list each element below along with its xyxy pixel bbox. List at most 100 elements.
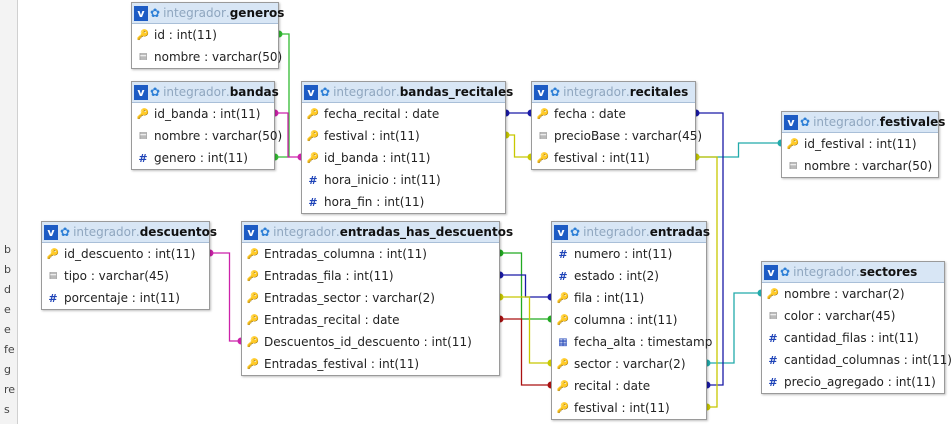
column-row[interactable]: 🔑Entradas_fila : int(11)	[242, 265, 499, 287]
column-row[interactable]: #hora_fin : int(11)	[302, 191, 505, 213]
gear-icon[interactable]: ✿	[780, 265, 791, 279]
column-row[interactable]: ▤nombre : varchar(50)	[132, 125, 283, 147]
table-bandas[interactable]: v✿integrador.bandas🔑id_banda : int(11)▤n…	[131, 81, 283, 170]
column-row[interactable]: #hora_inicio : int(11)	[302, 169, 505, 191]
table-toggle-icon[interactable]: v	[554, 224, 568, 240]
gear-icon[interactable]: ✿	[550, 85, 561, 99]
column-row[interactable]: 🔑festival : int(11)	[532, 147, 695, 169]
column-row[interactable]: ▤color : varchar(45)	[762, 305, 944, 327]
database-name: integrador	[333, 85, 396, 99]
column-row[interactable]: 🔑Entradas_recital : date	[242, 309, 499, 331]
table-entradas-has-descuentos[interactable]: v✿integrador.entradas_has_descuentos🔑Ent…	[241, 221, 513, 376]
column-row[interactable]: 🔑sector : varchar(2)	[552, 353, 706, 375]
left-strip-item[interactable]: b	[4, 243, 11, 256]
column-row[interactable]: ▤nombre : varchar(50)	[132, 46, 283, 68]
column-row[interactable]: 🔑fecha : date	[532, 103, 695, 125]
column-row[interactable]: ▤nombre : varchar(50)	[782, 155, 938, 177]
table-sectores[interactable]: v✿integrador.sectores🔑nombre : varchar(2…	[761, 261, 952, 394]
gear-icon[interactable]: ✿	[150, 85, 161, 99]
column-row[interactable]: 🔑festival : int(11)	[552, 397, 706, 419]
column-row[interactable]: 🔑id_descuento : int(11)	[42, 243, 209, 265]
left-strip-item[interactable]: e	[4, 323, 11, 336]
table-header[interactable]: v✿integrador.sectores	[762, 262, 944, 283]
column-row[interactable]: #porcentaje : int(11)	[42, 287, 209, 309]
key-icon: 🔑	[136, 108, 150, 120]
table-toggle-icon[interactable]: v	[534, 84, 548, 100]
column-definition: columna : int(11)	[574, 313, 678, 327]
column-row[interactable]: 🔑nombre : varchar(2)	[762, 283, 944, 305]
relation-line	[210, 252, 241, 342]
database-name: integrador	[793, 265, 856, 279]
table-header[interactable]: v✿integrador.recitales	[532, 82, 695, 103]
table-header[interactable]: v✿integrador.entradas	[552, 222, 710, 243]
column-row[interactable]: #numero : int(11)	[552, 243, 706, 265]
database-name: integrador	[163, 85, 226, 99]
column-row[interactable]: #genero : int(11)	[132, 147, 274, 169]
left-strip-item[interactable]: e	[4, 303, 11, 316]
column-row[interactable]: 🔑id_banda : int(11)	[302, 147, 505, 169]
table-header[interactable]: v✿integrador.generos	[132, 3, 284, 24]
left-strip-item[interactable]: b	[4, 263, 11, 276]
table-header[interactable]: v✿integrador.bandas	[132, 82, 279, 103]
table-toggle-icon[interactable]: v	[244, 224, 258, 240]
column-definition: Entradas_fila : int(11)	[264, 269, 394, 283]
table-toggle-icon[interactable]: v	[134, 84, 148, 100]
column-row[interactable]: 🔑id_festival : int(11)	[782, 133, 938, 155]
gear-icon[interactable]: ✿	[800, 115, 811, 129]
text-field-icon: ▤	[538, 131, 548, 141]
table-generos[interactable]: v✿integrador.generos🔑id : int(11)▤nombre…	[131, 2, 284, 69]
left-strip-item[interactable]: d	[4, 283, 11, 296]
column-row[interactable]: 🔑columna : int(11)	[552, 309, 706, 331]
table-header[interactable]: v✿integrador.entradas_has_descuentos	[242, 222, 513, 243]
table-toggle-icon[interactable]: v	[304, 84, 318, 100]
table-toggle-icon[interactable]: v	[784, 114, 798, 130]
column-definition: cantidad_columnas : int(11)	[784, 353, 952, 367]
column-row[interactable]: ▤tipo : varchar(45)	[42, 265, 209, 287]
left-strip-item[interactable]: g	[4, 363, 11, 376]
table-entradas[interactable]: v✿integrador.entradas#numero : int(11)#e…	[551, 221, 712, 420]
column-definition: id_festival : int(11)	[804, 137, 917, 151]
column-row[interactable]: #cantidad_filas : int(11)	[762, 327, 944, 349]
database-name: integrador	[273, 225, 336, 239]
column-row[interactable]: 🔑id : int(11)	[132, 24, 278, 46]
column-row[interactable]: #estado : int(2)	[552, 265, 706, 287]
table-header[interactable]: v✿integrador.descuentos	[42, 222, 217, 243]
table-toggle-icon[interactable]: v	[764, 264, 778, 280]
column-row[interactable]: 🔑recital : date	[552, 375, 706, 397]
column-row[interactable]: ▤precioBase : varchar(45)	[532, 125, 702, 147]
column-definition: numero : int(11)	[574, 247, 673, 261]
left-strip-item[interactable]: s	[4, 403, 10, 416]
gear-icon[interactable]: ✿	[150, 6, 161, 20]
gear-icon[interactable]: ✿	[260, 225, 271, 239]
column-row[interactable]: 🔑Entradas_sector : varchar(2)	[242, 287, 499, 309]
table-toggle-icon[interactable]: v	[44, 224, 58, 240]
column-row[interactable]: 🔑festival : int(11)	[302, 125, 505, 147]
number-icon: #	[768, 331, 778, 345]
column-row[interactable]: ▦fecha_alta : timestamp	[552, 331, 712, 353]
column-row[interactable]: 🔑id_banda : int(11)	[132, 103, 274, 125]
table-festivales[interactable]: v✿integrador.festivales🔑id_festival : in…	[781, 111, 945, 178]
key-icon: 🔑	[46, 248, 60, 260]
gear-icon[interactable]: ✿	[320, 85, 331, 99]
relation-line	[500, 252, 551, 320]
gear-icon[interactable]: ✿	[570, 225, 581, 239]
table-descuentos[interactable]: v✿integrador.descuentos🔑id_descuento : i…	[41, 221, 217, 310]
table-header[interactable]: v✿integrador.festivales	[782, 112, 945, 133]
table-header[interactable]: v✿integrador.bandas_recitales	[302, 82, 513, 103]
table-toggle-icon[interactable]: v	[134, 5, 148, 21]
table-recitales[interactable]: v✿integrador.recitales🔑fecha : date▤prec…	[531, 81, 702, 170]
column-row[interactable]: #precio_agregado : int(11)	[762, 371, 944, 393]
left-strip-item[interactable]: fe	[4, 343, 15, 356]
column-row[interactable]: 🔑Descuentos_id_descuento : int(11)	[242, 331, 499, 353]
column-row[interactable]: 🔑Entradas_festival : int(11)	[242, 353, 499, 375]
column-row[interactable]: 🔑Entradas_columna : int(11)	[242, 243, 499, 265]
gear-icon[interactable]: ✿	[60, 225, 71, 239]
column-row[interactable]: 🔑fila : int(11)	[552, 287, 706, 309]
column-row[interactable]: #cantidad_columnas : int(11)	[762, 349, 952, 371]
left-strip-item[interactable]: re	[4, 383, 16, 396]
table-bandas-recitales[interactable]: v✿integrador.bandas_recitales🔑fecha_reci…	[301, 81, 513, 214]
column-definition: recital : date	[574, 379, 651, 393]
relation-line	[500, 274, 551, 298]
column-row[interactable]: 🔑fecha_recital : date	[302, 103, 505, 125]
